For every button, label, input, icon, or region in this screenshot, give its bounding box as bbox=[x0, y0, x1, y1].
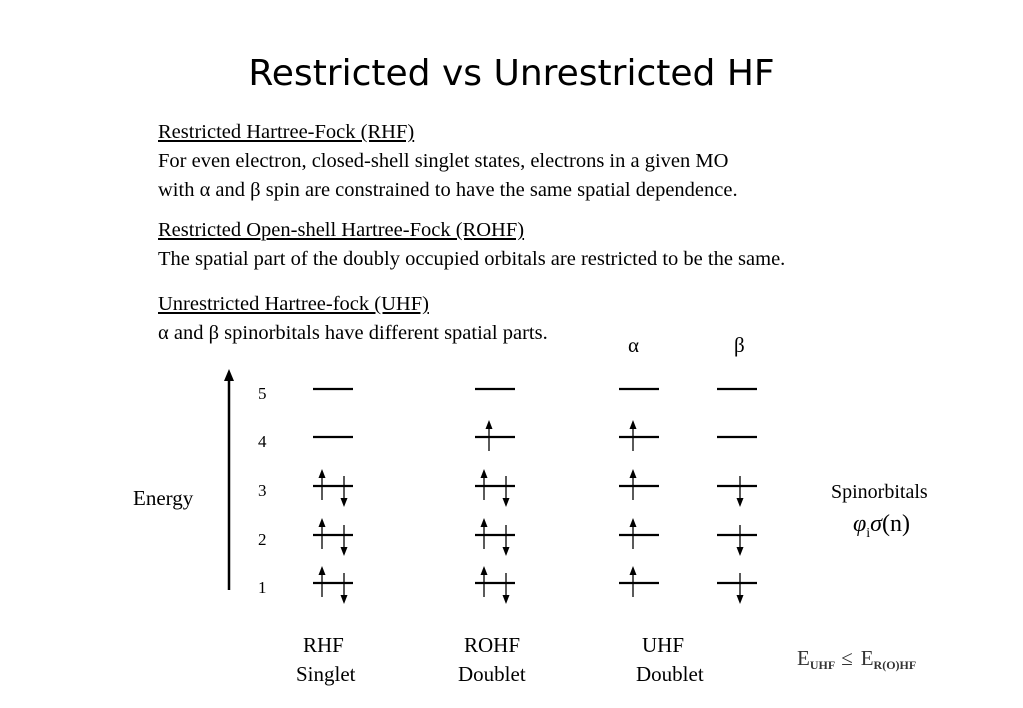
energy-label: Energy bbox=[133, 486, 194, 510]
energy-axis-arrowhead bbox=[224, 369, 234, 381]
spin-down-arrow-head bbox=[502, 498, 510, 507]
level-number-1: 1 bbox=[258, 578, 267, 597]
level-number-4: 4 bbox=[258, 432, 267, 451]
rohf-caption-line-1: ROHF bbox=[464, 633, 520, 657]
uhf-caption-line-2: Doublet bbox=[636, 662, 704, 686]
spinorbital-sigma: σ bbox=[870, 511, 883, 537]
rohf-level-1 bbox=[475, 566, 515, 604]
spin-up-arrow-head bbox=[480, 566, 488, 575]
rohf-level-4 bbox=[475, 420, 515, 451]
rohf-level-3 bbox=[475, 469, 515, 507]
rohf-heading: Restricted Open-shell Hartree-Fock (ROHF… bbox=[158, 219, 525, 241]
uhf-alpha-level-3 bbox=[619, 469, 659, 500]
rhf-heading: Restricted Hartree-Fock (RHF) bbox=[158, 121, 415, 143]
spin-up-arrow-head bbox=[480, 469, 488, 478]
spin-up-arrow-head bbox=[318, 566, 326, 575]
rhf-description-line-2: with α and β spin are constrained to hav… bbox=[158, 179, 738, 201]
inequality-operator: ≤ bbox=[841, 646, 853, 670]
spin-up-arrow-head bbox=[629, 566, 637, 575]
rohf-section: Restricted Open-shell Hartree-Fock (ROHF… bbox=[158, 216, 785, 274]
spin-down-arrow-head bbox=[502, 547, 510, 556]
level-number-2: 2 bbox=[258, 530, 267, 549]
uhf-beta-level-1 bbox=[717, 573, 757, 604]
spin-down-arrow-head bbox=[340, 498, 348, 507]
alpha-column-label: α bbox=[628, 333, 639, 357]
spin-down-arrow-head bbox=[340, 547, 348, 556]
inequality-e-rohf: E bbox=[861, 646, 874, 670]
inequality-sub-uhf: UHF bbox=[810, 658, 835, 672]
uhf-alpha-level-2 bbox=[619, 518, 659, 549]
spinorbital-formula: φiσ(n) bbox=[853, 511, 910, 541]
beta-column-label: β bbox=[734, 333, 745, 357]
spinorbitals-label: Spinorbitals bbox=[831, 481, 928, 503]
spin-up-arrow-head bbox=[629, 518, 637, 527]
uhf-section: Unrestricted Hartree-fock (UHF) α and β … bbox=[158, 290, 548, 348]
rohf-description-line-1: The spatial part of the doubly occupied … bbox=[158, 248, 786, 270]
spin-up-arrow-head bbox=[629, 420, 637, 429]
uhf-alpha-level-4 bbox=[619, 420, 659, 451]
spinorbital-phi: φ bbox=[853, 511, 866, 537]
uhf-alpha-level-1 bbox=[619, 566, 659, 597]
uhf-description-line-1: α and β spinorbitals have different spat… bbox=[158, 322, 548, 344]
slide-title: Restricted vs Unrestricted HF bbox=[248, 53, 775, 94]
uhf-heading: Unrestricted Hartree-fock (UHF) bbox=[158, 293, 429, 315]
rhf-level-3 bbox=[313, 469, 353, 507]
inequality-sub-rohf: R(O)HF bbox=[874, 658, 917, 672]
spin-down-arrow-head bbox=[736, 595, 744, 604]
rhf-caption-line-2: Singlet bbox=[296, 662, 356, 686]
level-numbers: 5 4 3 2 1 bbox=[258, 384, 267, 597]
level-number-3: 3 bbox=[258, 481, 267, 500]
orbital-levels bbox=[313, 387, 757, 604]
rohf-caption-line-2: Doublet bbox=[458, 662, 526, 686]
spin-down-arrow-head bbox=[736, 547, 744, 556]
spinorbital-argument: (n) bbox=[882, 511, 910, 537]
spin-up-arrow-head bbox=[480, 518, 488, 527]
rohf-level-2 bbox=[475, 518, 515, 556]
rhf-section: Restricted Hartree-Fock (RHF) For even e… bbox=[158, 118, 738, 205]
spin-up-arrow-head bbox=[318, 469, 326, 478]
spin-down-arrow-head bbox=[736, 498, 744, 507]
rhf-level-2 bbox=[313, 518, 353, 556]
rhf-description-line-1: For even electron, closed-shell singlet … bbox=[158, 150, 729, 172]
level-number-5: 5 bbox=[258, 384, 267, 403]
spin-down-arrow-head bbox=[340, 595, 348, 604]
rhf-level-1 bbox=[313, 566, 353, 604]
spin-up-arrow-head bbox=[485, 420, 493, 429]
spinorbital-subscript: i bbox=[866, 526, 870, 541]
uhf-caption-line-1: UHF bbox=[642, 633, 684, 657]
spin-down-arrow-head bbox=[502, 595, 510, 604]
energy-inequality: EUHF≤ER(O)HF bbox=[797, 646, 916, 672]
rhf-caption-line-1: RHF bbox=[303, 633, 344, 657]
uhf-beta-level-2 bbox=[717, 525, 757, 556]
inequality-e-uhf: E bbox=[797, 646, 810, 670]
spin-up-arrow-head bbox=[318, 518, 326, 527]
uhf-beta-level-3 bbox=[717, 476, 757, 507]
spin-up-arrow-head bbox=[629, 469, 637, 478]
